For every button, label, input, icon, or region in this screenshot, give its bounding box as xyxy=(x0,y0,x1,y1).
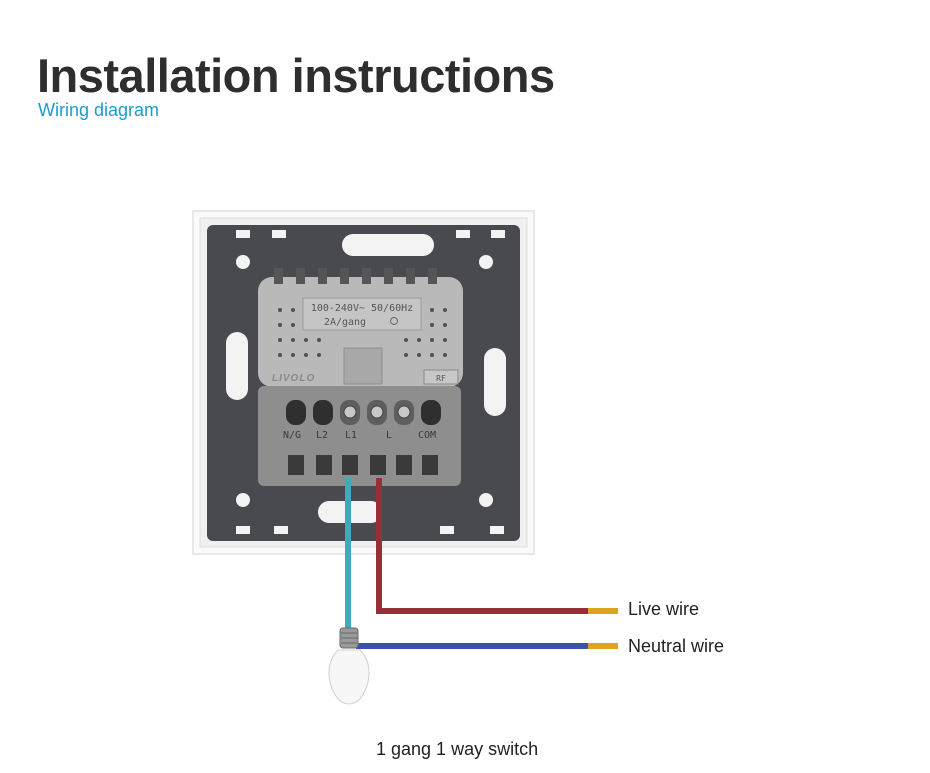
rating-line-2: 2A/gang xyxy=(324,317,366,328)
page-title: Installation instructions xyxy=(37,49,555,102)
screw-hole xyxy=(479,255,493,269)
live-wire xyxy=(376,478,588,614)
plate-tab xyxy=(272,230,286,238)
terminal-label-l2: L2 xyxy=(316,430,328,441)
plate-top-notch xyxy=(342,234,434,256)
plate-left-slot xyxy=(226,332,248,400)
module-vent-dots xyxy=(278,308,447,357)
plate-tab xyxy=(236,230,250,238)
terminal-labels: N/G L2 L1 L COM xyxy=(283,430,436,441)
terminal-label-l1: L1 xyxy=(345,430,357,441)
screw-hole xyxy=(236,255,250,269)
live-wire-copper xyxy=(588,608,618,614)
page-subtitle: Wiring diagram xyxy=(38,100,160,120)
rf-tag xyxy=(423,369,459,385)
plate-tab xyxy=(456,230,470,238)
diagram-caption: 1 gang 1 way switch xyxy=(376,739,539,759)
rating-plate xyxy=(302,297,422,331)
plate-tab xyxy=(274,526,288,534)
module-top-vents xyxy=(274,268,437,284)
screw-hole xyxy=(236,493,250,507)
rf-tag-label: RF xyxy=(436,374,446,383)
live-wire-label: Live wire xyxy=(628,599,700,619)
neutral-wire-label: Neutral wire xyxy=(628,636,725,656)
plate-tab xyxy=(236,526,250,534)
plate-tab xyxy=(491,230,505,238)
light-bulb-icon xyxy=(328,627,370,705)
center-indicator xyxy=(343,347,383,385)
terminal-label-com: COM xyxy=(418,430,436,441)
terminal-label-l: L xyxy=(386,430,392,441)
neutral-wire-copper xyxy=(588,643,618,649)
rating-line-1: 100-240V~ 50/60Hz xyxy=(311,303,413,314)
sun-icon xyxy=(390,317,398,325)
terminal-sockets xyxy=(286,400,441,425)
terminal-clamps xyxy=(288,455,438,475)
brand-logo: LIVOLO xyxy=(272,373,315,384)
plate-tab xyxy=(440,526,454,534)
screw-hole xyxy=(479,493,493,507)
terminal-label-ng: N/G xyxy=(283,430,301,441)
plate-tab xyxy=(490,526,504,534)
plate-right-slot xyxy=(484,348,506,416)
